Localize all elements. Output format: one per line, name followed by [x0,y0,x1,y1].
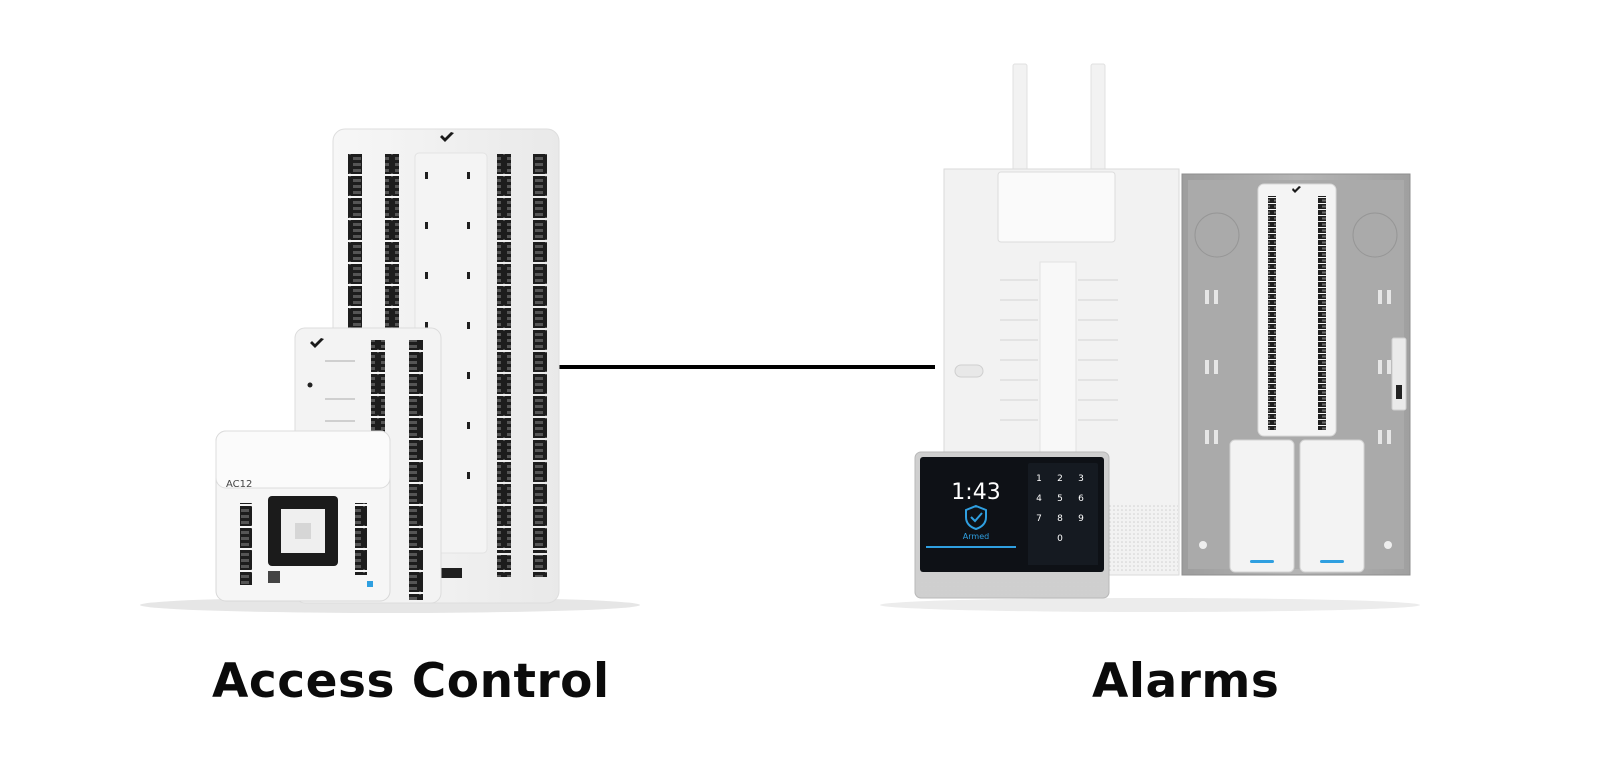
shield-check-icon [965,504,987,531]
keypad-key[interactable]: 6 [1078,494,1084,504]
logo-chevron-icon [1292,186,1301,193]
shadow-right [880,598,1420,612]
logo-chevron-icon [440,132,454,142]
keypad-key[interactable]: 4 [1036,494,1042,504]
shield-check-mark [970,512,983,523]
logo-chevron-icon [310,338,324,348]
model-label: AC12 [226,479,252,490]
keypad-status: Armed [963,532,989,541]
keypad-key[interactable]: 0 [1057,534,1063,544]
keypad-key[interactable]: 9 [1078,514,1084,524]
keypad-time: 1:43 [951,480,1000,505]
keypad-key[interactable]: 2 [1057,474,1063,484]
alarm-enclosure-open [1181,173,1411,576]
keypad-key[interactable]: 3 [1078,474,1084,484]
alarms-caption: Alarms [1092,654,1280,709]
alarm-keypad [914,451,1110,599]
connector-line [555,365,935,369]
keypad-key[interactable]: 5 [1057,494,1063,504]
keypad-key[interactable]: 1 [1036,474,1042,484]
access-control-caption: Access Control [212,654,610,709]
large-access-panel [332,128,560,604]
small-ac12-controller: AC12 [215,430,391,602]
keypad-key[interactable]: 7 [1036,514,1042,524]
keypad-key[interactable]: 8 [1057,514,1063,524]
